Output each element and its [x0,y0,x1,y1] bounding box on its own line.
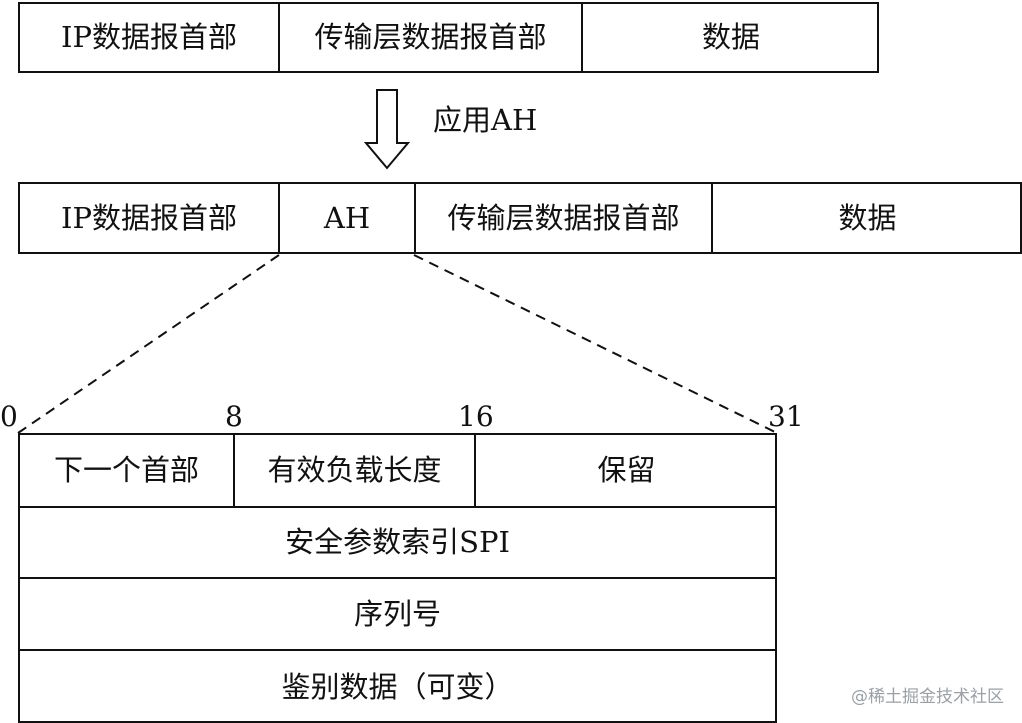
ah-packet-divider-1 [278,182,280,254]
ah-packet-divider-3 [711,182,713,254]
bit-position-8: 8 [225,400,243,433]
ah-format-first-row-divider-2 [474,433,476,507]
ah-packet-data-cell: 数据 [838,200,897,235]
ah-format-row-divider-2 [18,577,777,579]
ah-packet-frame [18,182,1022,254]
bit-position-31: 31 [768,400,804,433]
ah-packet-ah-cell: AH [323,200,371,235]
ah-format-row-divider-1 [18,506,777,508]
ah-packet-ip-header-cell: IP数据报首部 [61,200,237,235]
ah-packet-transport-header-cell: 传输层数据报首部 [447,200,680,235]
original-packet-divider-1 [278,2,280,73]
ah-format-row-divider-3 [18,649,777,651]
sequence-number-field: 序列号 [353,596,441,631]
next-header-field: 下一个首部 [53,452,199,487]
apply-ah-label: 应用AH [433,103,538,137]
original-data-cell: 数据 [701,20,760,54]
original-transport-header-cell: 传输层数据报首部 [314,20,547,54]
spi-field: 安全参数索引SPI [285,525,510,559]
authentication-data-field: 鉴别数据（可变） [281,669,514,704]
ah-packet-divider-2 [414,182,416,254]
ah-expansion-left-dashed-line [17,254,280,434]
bit-position-16: 16 [458,400,494,433]
platform-watermark: @稀土掘金技术社区 [851,687,1004,707]
ah-format-first-row-divider-1 [233,433,235,507]
original-packet-divider-2 [581,2,583,73]
payload-length-field: 有效负载长度 [267,452,442,487]
reserved-field: 保留 [597,452,656,487]
original-packet-frame [18,2,879,73]
original-ip-header-cell: IP数据报首部 [61,20,237,54]
bit-position-0: 0 [0,400,18,433]
